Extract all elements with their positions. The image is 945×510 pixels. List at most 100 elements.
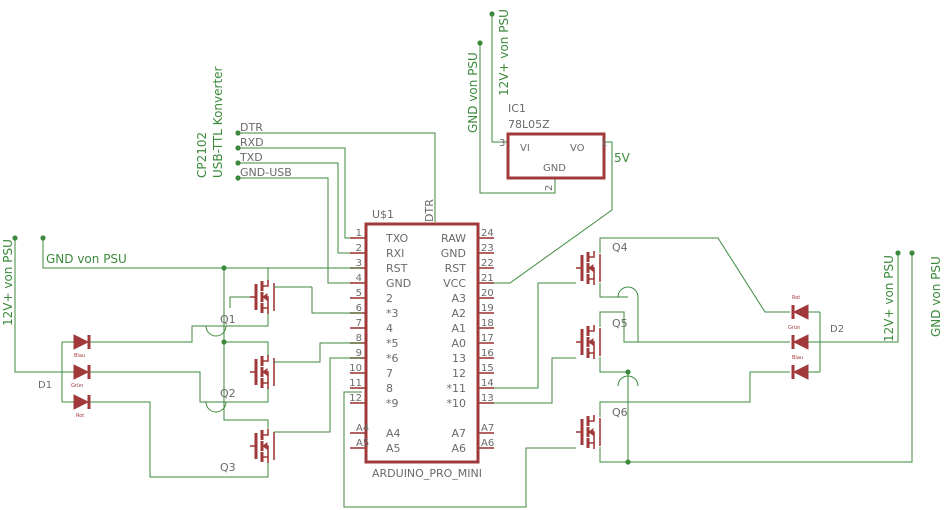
mosfet-q4: [576, 251, 601, 285]
arduino-right-pin-number: 19: [481, 303, 494, 314]
usb-ttl-wires: [235, 130, 436, 284]
arduino-right-pin-name: GND: [441, 247, 466, 260]
net-label-gnd-usb: GND-USB: [240, 166, 292, 179]
regulator-pin-vo: VO: [570, 143, 585, 154]
arduino-left-pin-number: 9: [356, 348, 362, 359]
arduino-right-pin-name: RST: [445, 262, 467, 275]
regulator-pin-num-vi: 3: [499, 138, 505, 149]
net-label-5v: 5V: [614, 151, 631, 165]
led-d2-red-label: Rot: [792, 295, 800, 301]
regulator-pin-vi: VI: [520, 143, 530, 154]
arduino-bottom-right-pin-number: A6: [481, 438, 494, 449]
arduino-left-pin-name: *9: [386, 397, 399, 410]
arduino-left-pin-number: 4: [356, 273, 362, 284]
arduino-ref: U$1: [372, 208, 394, 221]
mosfet-q1-ref: Q1: [220, 313, 236, 326]
arduino-bottom-right-pin-number: A7: [481, 423, 494, 434]
pin-label-dtr: DTR: [423, 199, 436, 222]
arduino-right-pin-number: 14: [481, 378, 494, 389]
arduino-right-pin-name: 12: [452, 367, 466, 380]
arduino-right-pin-name: A1: [451, 322, 466, 335]
arduino-right-pin-number: 17: [481, 333, 494, 344]
arduino-left-pin-number: 2: [356, 243, 362, 254]
led-d1-ref: D1: [38, 380, 52, 391]
mosfet-q1: [250, 280, 275, 314]
net-label-gnd-top: GND von PSU: [466, 52, 480, 133]
net-label-dtr: DTR: [240, 121, 263, 134]
arduino-right-pin-number: 13: [481, 393, 494, 404]
arduino-left-pin-name: 8: [386, 382, 393, 395]
arduino-bottom-right-pin-name: A7: [451, 427, 466, 440]
arduino-right-pin-number: 21: [481, 273, 494, 284]
arduino-right-pin-number: 18: [481, 318, 494, 329]
arduino-left-pin-name: *3: [386, 307, 399, 320]
arduino-right-pin-number: 22: [481, 258, 494, 269]
arduino-left-pin-name: 4: [386, 322, 393, 335]
wire-pin13: [494, 357, 576, 404]
arduino-left-pin-number: 10: [349, 363, 362, 374]
net-label-12v-top: 12V+ von PSU: [497, 9, 511, 96]
arduino-bottom-right-pin-name: A6: [451, 442, 466, 455]
led-d1-red-label: Rot: [76, 413, 84, 419]
arduino-left-pin-name: GND: [386, 277, 411, 290]
arduino-left-pin-name: 7: [386, 367, 393, 380]
led-d1-green-label: Grün: [71, 383, 83, 389]
converter-name: CP2102: [195, 132, 209, 178]
arduino-right-pin-name: VCC: [443, 277, 466, 290]
arduino-left-pin-number: 12: [349, 393, 362, 404]
arduino-bottom-left-pin-name: A4: [386, 427, 401, 440]
net-label-rxd: RXD: [240, 136, 264, 149]
arduino-left-pin-number: 1: [356, 228, 362, 239]
led-d1-blue-label: Blau: [74, 353, 85, 359]
arduino-left-pin-name: RXI: [386, 247, 404, 260]
arduino-left-pin-name: RST: [386, 262, 408, 275]
regulator-ref: IC1: [508, 102, 526, 115]
mosfet-q4-ref: Q4: [612, 241, 628, 254]
mosfet-q3-ref: Q3: [220, 461, 236, 474]
arduino-left-pin-number: 3: [356, 258, 362, 269]
wire-pin14: [494, 282, 576, 389]
arduino-right-pin-number: 15: [481, 363, 494, 374]
converter-description: USB-TTL Konverter: [211, 66, 225, 178]
regulator-pin-num-vo: 1: [601, 138, 607, 149]
mosfet-q2-ref: Q2: [220, 387, 236, 400]
arduino-right-pin-number: 23: [481, 243, 494, 254]
arduino-right-pin-name: RAW: [441, 232, 466, 245]
arduino-right-pin-number: 24: [481, 228, 494, 239]
arduino-right-pin-name: 13: [452, 352, 466, 365]
arduino-name: ARDUINO_PRO_MINI: [372, 467, 482, 480]
led-d2-ref: D2: [830, 324, 844, 335]
left-power-wires: [12, 235, 362, 432]
arduino-right-pin-name: A2: [451, 307, 466, 320]
right-power-wires: [820, 250, 915, 343]
net-label-gnd-left: GND von PSU: [46, 252, 127, 266]
arduino-left-pin-number: 11: [349, 378, 362, 389]
net-label-12v-right: 12V+ von PSU: [882, 255, 896, 342]
arduino-bottom-left-pin-number: A4: [356, 423, 369, 434]
arduino-left-pin-number: 8: [356, 333, 362, 344]
mosfet-q6: [576, 415, 601, 449]
led-d2-blue-label: Blau: [792, 355, 803, 361]
net-label-txd: TXD: [239, 151, 263, 164]
arduino-right-pin-name: *11: [447, 382, 467, 395]
arduino-left-pin-name: TXO: [385, 232, 409, 245]
wire-q3-gate: [274, 357, 362, 433]
regulator-part: 78L05Z: [508, 118, 550, 131]
arduino-left-pin-number: 5: [356, 288, 362, 299]
arduino-bottom-left-pin-name: A5: [386, 442, 401, 455]
led-d2-green-label: Grün: [788, 325, 800, 331]
rgb-led-d1: Blau Grün Rot D1: [38, 334, 91, 419]
rgb-led-d2: Rot Grün Blau D2: [788, 295, 844, 380]
right-mosfet-wires: [599, 237, 913, 465]
wire-q2-gate: [274, 342, 362, 363]
mosfet-q3: [250, 429, 275, 463]
regulator-pin-num-gnd: 2: [544, 185, 555, 191]
regulator-supply-wires: [477, 11, 613, 284]
mosfet-q6-ref: Q6: [612, 406, 628, 419]
arduino-left-pin-number: 7: [356, 318, 362, 329]
voltage-regulator: IC1 78L05Z VI VO GND 3 1 2: [499, 102, 607, 191]
wire-pin12: [343, 391, 576, 508]
net-label-gnd-right: GND von PSU: [929, 256, 943, 337]
